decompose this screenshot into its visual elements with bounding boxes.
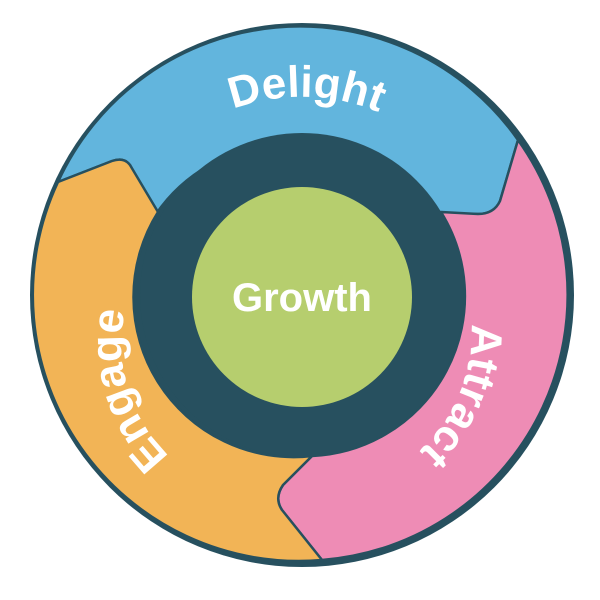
hub-center [192,187,412,407]
center-label: Growth [232,276,372,320]
segment-engage [31,158,324,563]
